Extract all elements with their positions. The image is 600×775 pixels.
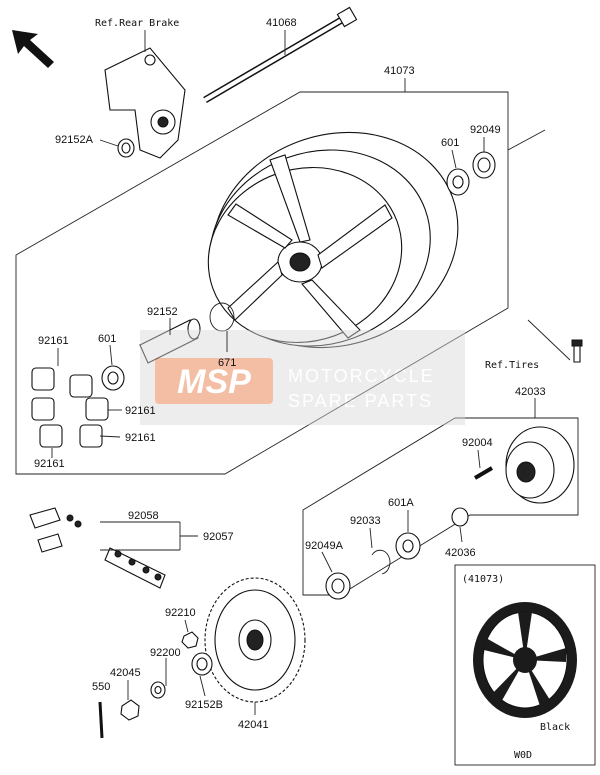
- label-92049A: 92049A: [305, 540, 344, 552]
- label-42041: 42041: [238, 719, 269, 731]
- inset-code: W0D: [514, 750, 532, 761]
- label-42033: 42033: [515, 386, 546, 398]
- stud-92004: [473, 466, 494, 480]
- o-ring-671: [209, 302, 235, 332]
- inset-wheel-black: [473, 602, 577, 718]
- watermark-line1: MOTORCYCLE: [288, 366, 435, 386]
- hub-group-outline: [302, 417, 579, 596]
- label-42036: 42036: [445, 547, 476, 559]
- label-42045: 42045: [110, 667, 141, 679]
- rear-wheel-41073: [207, 131, 459, 349]
- label-41073: 41073: [384, 65, 415, 77]
- label-92161-c: 92161: [125, 432, 156, 444]
- bolt-550: [98, 701, 104, 739]
- sprocket-42041: [204, 577, 306, 703]
- seal-92049: [472, 151, 496, 179]
- bearing-601A: [395, 532, 421, 560]
- collar-92152: [139, 318, 201, 364]
- label-550: 550: [92, 681, 110, 693]
- nut-42045: [120, 699, 140, 721]
- label-601-left: 601: [98, 333, 116, 345]
- seal-92049A: [325, 572, 351, 600]
- nut-92210: [181, 631, 199, 649]
- label-92210: 92210: [165, 607, 196, 619]
- inset-label-black: Black: [540, 722, 570, 733]
- direction-arrow-icon: [12, 30, 54, 68]
- label-601-top: 601: [441, 137, 459, 149]
- leader-lines: [51, 30, 571, 715]
- bearing-601-top: [446, 168, 470, 196]
- washer-92200: [150, 681, 166, 699]
- label-92152A: 92152A: [55, 134, 94, 146]
- label-92152: 92152: [147, 306, 178, 318]
- label-92058: 92058: [128, 510, 159, 522]
- part-labels: Ref.Rear Brake 41068 41073 92152A 601 92…: [34, 17, 570, 761]
- rear-brake-bracket: [104, 47, 186, 159]
- sprocket-hub-42033: [505, 426, 575, 504]
- label-92200: 92200: [150, 647, 181, 659]
- label-92161-d: 92161: [34, 458, 65, 470]
- label-ref-tires: Ref.Tires: [485, 360, 539, 371]
- circlip-92033: [371, 549, 391, 575]
- inset-title: (41073): [462, 574, 504, 585]
- bearing-601-left: [101, 365, 125, 391]
- label-671: 671: [218, 357, 236, 369]
- collar-92152B: [191, 652, 213, 676]
- label-92161-b: 92161: [125, 405, 156, 417]
- label-92152B: 92152B: [185, 699, 223, 711]
- label-ref-rear-brake: Ref.Rear Brake: [95, 18, 179, 29]
- label-92004: 92004: [462, 437, 493, 449]
- dampers-92161: [31, 367, 109, 448]
- label-92161-a: 92161: [38, 335, 69, 347]
- collar-92152A: [117, 138, 135, 158]
- inset-box: [454, 564, 596, 766]
- label-92057: 92057: [203, 531, 234, 543]
- axle-41068: [203, 6, 358, 104]
- collar-42036: [451, 507, 469, 527]
- watermark: MSP MOTORCYCLE SPARE PARTS: [140, 330, 465, 425]
- watermark-logo: MSP: [177, 363, 251, 401]
- tire-valve: [571, 339, 583, 363]
- label-92033: 92033: [350, 515, 381, 527]
- watermark-line2: SPARE PARTS: [288, 391, 433, 411]
- label-41068: 41068: [266, 17, 297, 29]
- label-92049: 92049: [470, 124, 501, 136]
- label-601A: 601A: [388, 497, 414, 509]
- wheel-group-outline: [15, 91, 509, 475]
- drive-chain-92057: [29, 507, 166, 589]
